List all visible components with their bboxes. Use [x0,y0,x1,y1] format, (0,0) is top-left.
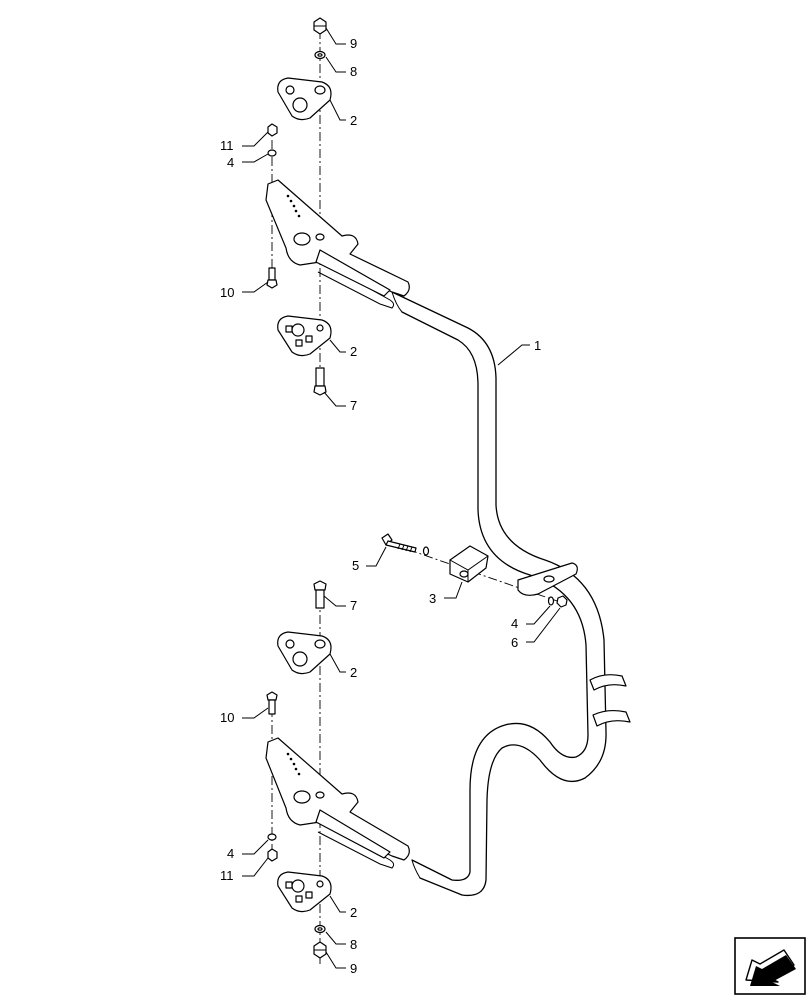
washer-5 [422,546,430,556]
callout-4-right: 4 [511,616,518,631]
bolt-7-lower [313,580,327,609]
leader-lines [242,27,561,969]
callout-11-upper: 11 [220,138,234,153]
upper-mounting-plate [265,179,410,309]
nut-11-upper [267,123,278,137]
callout-6: 6 [511,635,518,650]
clamp-plate-bottom-lower [277,871,332,913]
callout-1: 1 [534,338,541,353]
tube-clamp-bands [589,674,631,727]
washer-4-right [547,596,555,606]
callout-10-lower: 10 [220,710,234,725]
callout-8-upper: 8 [350,64,357,79]
tube-frame [391,291,607,897]
washer-8-lower [314,924,326,934]
callout-2-c: 2 [350,665,357,680]
washer-4-lower [267,833,277,841]
bolt-10-upper [266,267,278,289]
callout-3: 3 [429,591,436,606]
callout-11-lower: 11 [220,868,234,883]
callout-8-lower: 8 [350,937,357,952]
washer-8-upper [314,50,326,60]
center-lines [271,30,561,965]
callout-2-b: 2 [350,344,357,359]
callout-10-upper: 10 [220,285,234,300]
tube-bracket [517,562,578,596]
washer-4-upper [267,149,277,157]
lower-mounting-plate [265,737,410,869]
rubber-block-3 [449,545,489,583]
nut-9-lower [313,941,327,959]
callout-7-upper: 7 [350,398,357,413]
clamp-plate-top-upper [277,77,332,121]
clamp-plate-top-lower [277,631,332,675]
nut-6 [556,595,568,608]
callout-5: 5 [352,558,359,573]
callout-4-lower: 4 [227,846,234,861]
callout-labels: 9 8 2 11 4 10 2 7 1 5 3 7 4 6 2 10 4 11 … [220,36,541,976]
clamp-plate-bottom-upper [277,315,332,357]
nut-11-lower [267,848,278,862]
callout-9-upper: 9 [350,36,357,51]
callout-9-lower: 9 [350,961,357,976]
previous-arrow-icon[interactable] [734,937,806,995]
nut-9-upper [313,17,327,35]
bolt-7-upper [313,367,327,396]
callout-2-d: 2 [350,905,357,920]
bolt-5 [381,533,417,553]
callout-7-lower: 7 [350,598,357,613]
bolt-10-lower [266,691,278,715]
callout-2-a: 2 [350,113,357,128]
callout-4-upper: 4 [227,155,234,170]
